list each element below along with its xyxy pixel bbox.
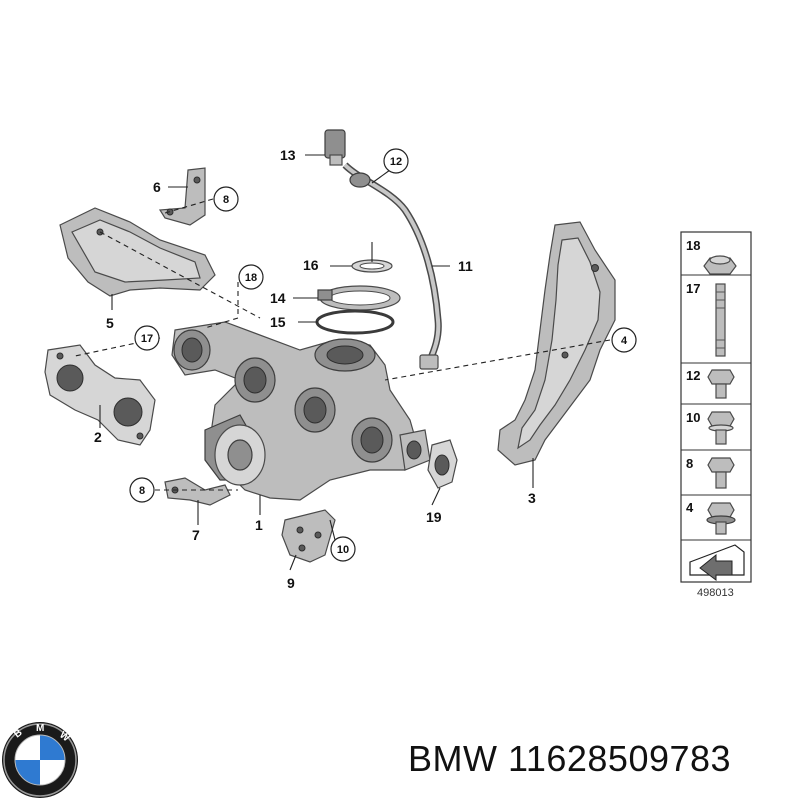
- gasket-part-2: [44, 344, 156, 446]
- panel-item-18: 18: [686, 238, 700, 253]
- turbocharger-part-1: [171, 321, 431, 501]
- callout-17-circle: [134, 325, 160, 351]
- panel-item-17: 17: [686, 281, 700, 296]
- nut-icon: [703, 255, 737, 275]
- panel-item-8: 8: [686, 456, 693, 471]
- callout-18: 18: [245, 272, 257, 284]
- arrow-icon: [689, 544, 745, 581]
- bracket-part-9: [281, 509, 336, 563]
- callout-10-circle: [330, 536, 356, 562]
- panel-item-12: 12: [686, 368, 700, 383]
- callout-5: 5: [106, 315, 114, 331]
- callout-15: 15: [270, 314, 286, 330]
- fastener-panel: 18 17 12 10 8 4: [680, 231, 752, 599]
- callout-4-circle: [611, 327, 637, 353]
- bolt-icon-12: [707, 369, 735, 399]
- clamp-part-14: [317, 285, 401, 311]
- stud-icon: [715, 283, 726, 357]
- leader-lines: [74, 154, 611, 571]
- bolt-icon-8: [707, 457, 735, 489]
- callout-16: 16: [303, 257, 319, 273]
- panel-item-10: 10: [686, 410, 700, 425]
- callout-14: 14: [270, 290, 286, 306]
- heat-shield-part-3: [497, 221, 616, 466]
- callout-4: 4: [621, 335, 628, 347]
- callout-18-circle: [238, 264, 264, 290]
- callout-8-top: 8: [223, 194, 229, 206]
- callout-2: 2: [94, 429, 102, 445]
- callout-7: 7: [192, 527, 200, 543]
- svg-text:M: M: [36, 723, 44, 734]
- bolt-icon-10: [707, 411, 735, 445]
- callout-3: 3: [528, 490, 536, 506]
- pipe-part-11: [342, 162, 442, 370]
- callout-19: 19: [426, 509, 442, 525]
- callout-6: 6: [153, 179, 161, 195]
- callout-8-bottom: 8: [139, 485, 145, 497]
- o-ring-part-15: [315, 309, 395, 335]
- callout-13: 13: [280, 147, 296, 163]
- callout-1: 1: [255, 517, 263, 533]
- gasket-part-19: [427, 439, 458, 489]
- brand-name: BMW: [408, 738, 498, 779]
- callout-11: 11: [458, 258, 473, 274]
- callout-12: 12: [390, 156, 402, 168]
- diagram-id: 498013: [697, 587, 734, 599]
- callout-12-circle: [383, 148, 409, 174]
- callout-9: 9: [287, 575, 295, 591]
- panel-item-4: 4: [686, 500, 694, 515]
- callout-8-bottom-circle: [129, 477, 155, 503]
- callout-10: 10: [337, 544, 349, 556]
- sensor-part-13: [324, 129, 346, 166]
- bmw-logo: B M W: [2, 722, 78, 798]
- bracket-part-6: [158, 167, 206, 226]
- washer-bolt-icon: [706, 502, 736, 535]
- callout-8-circle: [213, 186, 239, 212]
- callout-17: 17: [141, 333, 153, 345]
- part-caption: BMW 11628509783: [408, 738, 788, 788]
- callout-labels: 6 8 5 18 17 2 13 12 11 16 14 15 4 3 19 8…: [94, 147, 637, 591]
- part-number: 11628509783: [508, 738, 732, 779]
